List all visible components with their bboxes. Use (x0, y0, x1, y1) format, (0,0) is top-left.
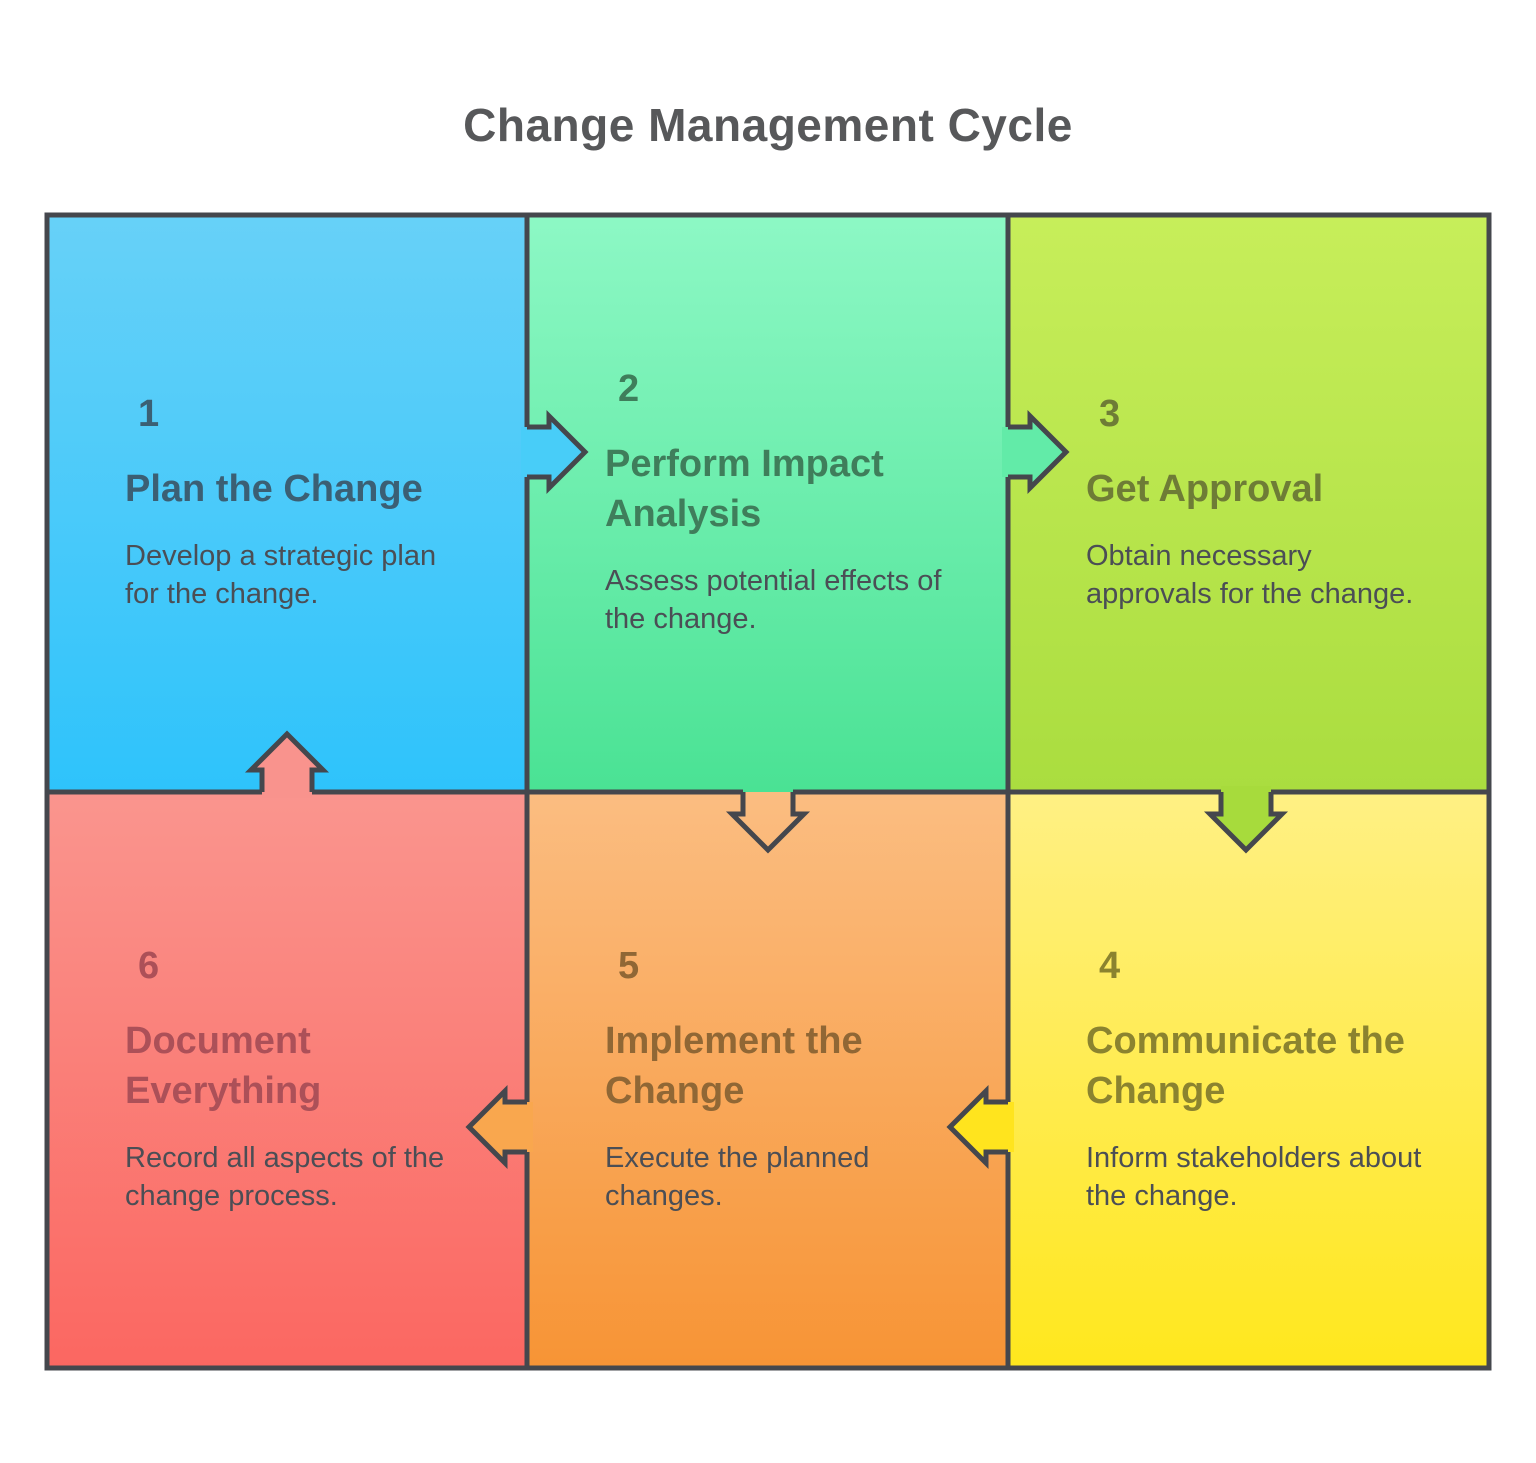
step-1-content: 1 Plan the Change Develop a strategic pl… (125, 215, 477, 792)
step-5-content: 5 Implement the Change Execute the plann… (605, 792, 957, 1368)
step-number: 4 (1099, 944, 1121, 987)
arrow-6-to-1-icon (244, 730, 330, 792)
step-block-2 (527, 215, 1008, 792)
arrow-2-to-3-fill (1002, 416, 1066, 488)
step-description: Inform stakeholders about the change. (1086, 1141, 1422, 1212)
step-title: Document Everything (125, 1019, 322, 1112)
step-block-3 (1008, 215, 1489, 792)
arrow-3-to-4-fill (1210, 786, 1282, 850)
step-number: 1 (138, 393, 160, 436)
step-block-6 (47, 792, 527, 1368)
step-4-content: 4 Communicate the Change Inform stakehol… (1086, 792, 1438, 1368)
arrow-2-to-3-icon (1008, 409, 1070, 495)
step-title: Get Approval (1086, 468, 1324, 511)
arrow-5-to-6-icon (465, 1084, 527, 1170)
arrow-3-to-4-icon (1203, 792, 1289, 854)
step-3-content: 3 Get Approval Obtain necessary approval… (1086, 215, 1438, 792)
arrow-4-to-5-icon (946, 1084, 1008, 1170)
step-number: 6 (138, 944, 160, 987)
step-description: Execute the planned changes. (605, 1141, 870, 1212)
arrow-1-to-2-icon (527, 409, 589, 495)
step-title: Communicate the Change (1086, 1019, 1405, 1112)
arrow-1-to-2-fill (521, 416, 585, 488)
diagram-border (44, 212, 1492, 1371)
arrow-5-to-6-fill (469, 1091, 533, 1163)
step-description: Assess potential effects of the change. (605, 565, 942, 636)
arrow-6-to-1-fill (251, 734, 323, 798)
notch-arrow-2-to-5-icon (725, 792, 811, 854)
step-number: 3 (1099, 393, 1121, 436)
step-description: Record all aspects of the change process… (125, 1141, 445, 1212)
step-number: 5 (618, 944, 640, 987)
step-6-content: 6 Document Everything Record all aspects… (125, 792, 477, 1368)
page-title: Change Management Cycle (463, 99, 1073, 151)
step-2-content: 2 Perform Impact Analysis Assess potenti… (605, 215, 957, 792)
step-block-1 (47, 215, 527, 792)
step-title: Perform Impact Analysis (605, 443, 884, 536)
step-block-4 (1008, 792, 1489, 1368)
step-title: Implement the Change (605, 1019, 863, 1112)
arrow-4-to-5-fill (950, 1091, 1014, 1163)
step-description: Obtain necessary approvals for the chang… (1086, 540, 1414, 611)
step-block-5 (527, 792, 1008, 1368)
step-title: Plan the Change (125, 468, 423, 511)
step-number: 2 (618, 368, 640, 411)
step-description: Develop a strategic plan for the change. (125, 540, 437, 611)
